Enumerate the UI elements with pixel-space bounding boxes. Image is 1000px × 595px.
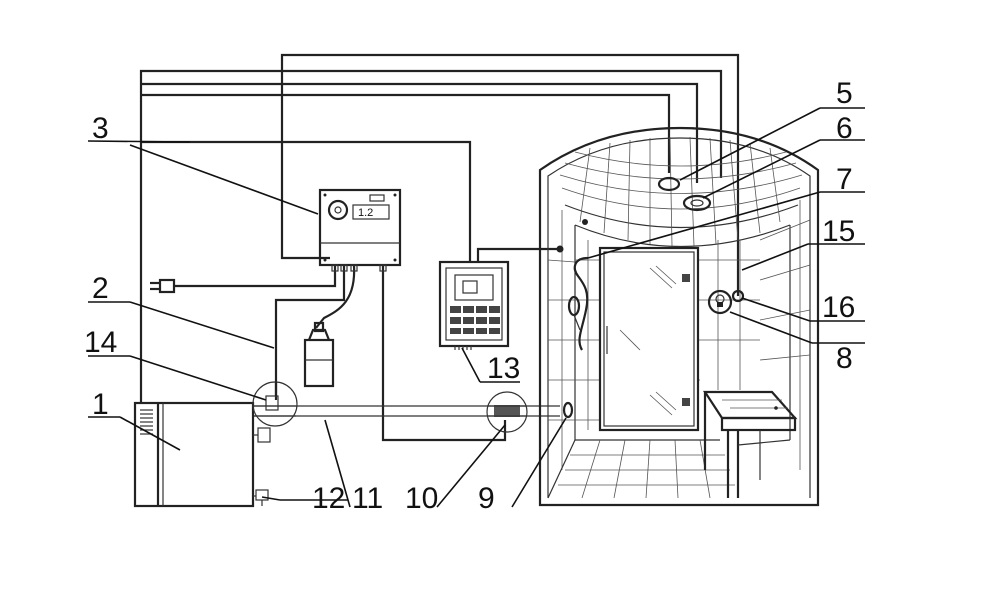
essence-bottle	[303, 321, 335, 388]
connection-wires	[139, 53, 740, 442]
ceiling-speaker-6	[682, 194, 712, 212]
steam-outlet	[486, 391, 528, 433]
drain-valve	[253, 489, 269, 506]
back-wall-tiles	[575, 240, 760, 430]
control-panel-buttons	[450, 306, 500, 334]
ceiling-grid	[559, 136, 803, 247]
label-8: 8	[836, 342, 853, 375]
label-15: 15	[822, 215, 855, 248]
label-13: 13	[487, 352, 520, 385]
ceiling-light-5	[657, 176, 681, 192]
label-3: 3	[92, 112, 109, 145]
control-panel	[438, 260, 510, 350]
fan-control-8	[707, 289, 733, 315]
floor-tiles	[547, 439, 735, 499]
right-wall-tiles	[759, 200, 811, 470]
label-2: 2	[92, 272, 109, 305]
dosing-pump: 1.2	[318, 188, 402, 272]
dosing-pump-display: 1.2	[358, 207, 373, 219]
hand-shower	[567, 256, 589, 351]
label-1: 1	[92, 388, 109, 421]
label-10: 10	[405, 482, 438, 515]
label-6: 6	[836, 112, 853, 145]
power-plug-icon	[150, 278, 176, 294]
leader-lines	[87, 107, 865, 508]
steam-cabin	[538, 126, 820, 507]
label-11: 11	[352, 482, 383, 515]
generator-vent-icon	[140, 409, 153, 435]
callout-labels: 3 2 14 1 12 11 10 9 13 5 6 7 15 16 8	[84, 77, 855, 515]
label-12: 12	[312, 482, 345, 515]
glass-door	[598, 246, 700, 432]
label-5: 5	[836, 77, 853, 110]
label-9: 9	[478, 482, 495, 515]
label-7: 7	[836, 163, 853, 196]
label-16: 16	[822, 291, 855, 324]
dosing-injector	[252, 381, 298, 427]
bench	[702, 390, 798, 498]
steam-generator	[133, 401, 271, 508]
label-14: 14	[84, 326, 117, 359]
sensor-16	[731, 289, 745, 303]
